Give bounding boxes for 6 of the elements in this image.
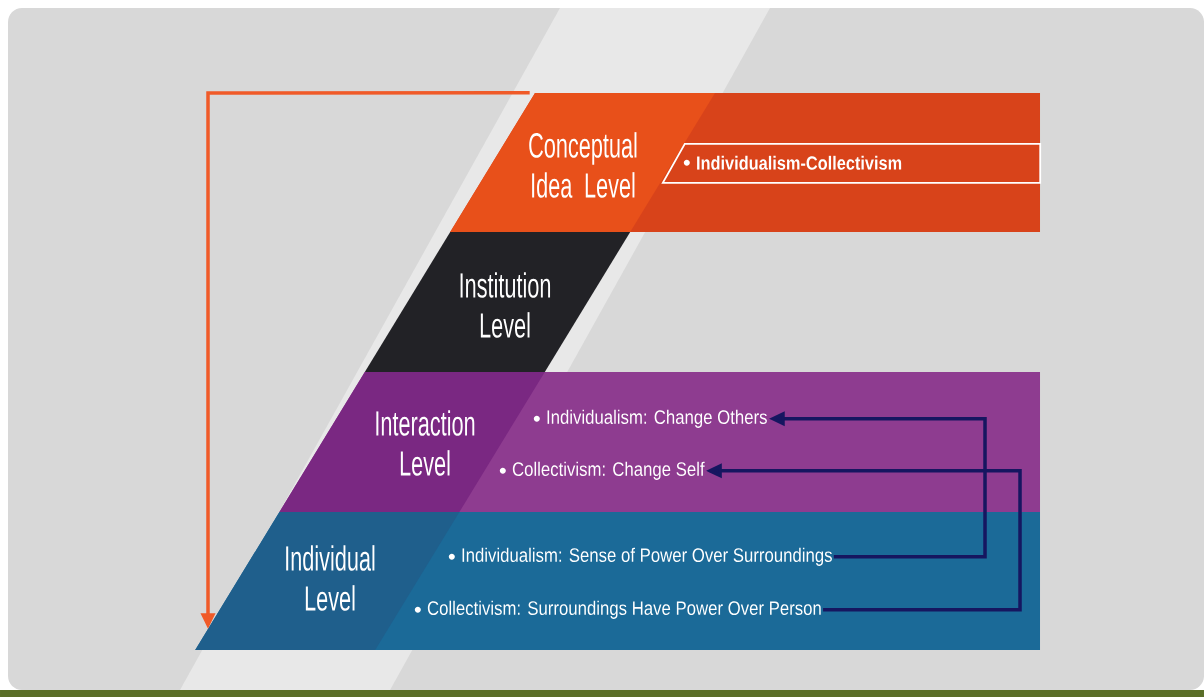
bullet-item: Individualism: Change Others [533,409,767,428]
highlight-box: Individualism-Collectivism [661,142,1042,184]
level-band: Institution Level [364,232,631,372]
bullet-item: Individualism: Sense of Power Over Surroundings [448,547,832,566]
bullet-item: Collectivism: Change Self [499,461,705,480]
bullet-item: Collectivism: Surroundings Have Power Over Person [414,600,821,619]
